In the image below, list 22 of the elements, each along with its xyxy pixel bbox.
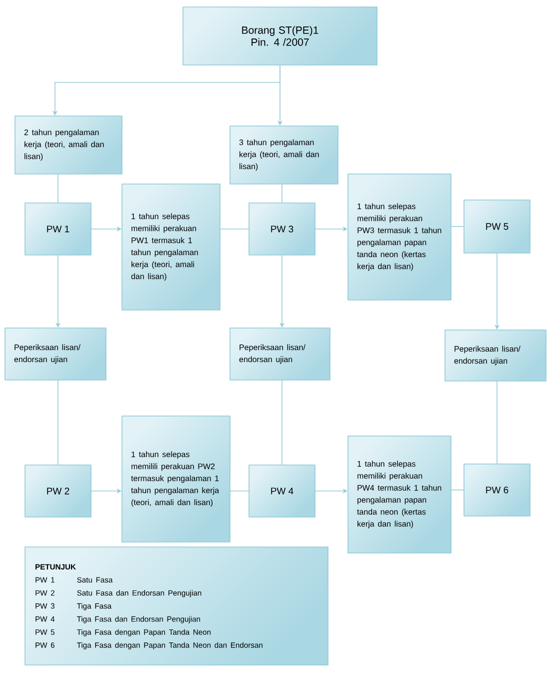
title-text: Borang ST(PE)1 Pin. 4 /2007 bbox=[242, 26, 318, 46]
level-box: PW 5 bbox=[464, 200, 530, 254]
requirement-box: 1 tahun selepas memiliki perakuan PW4 termasuk 1 tahun pengalaman papan tanda neon (kertas kerja dan lisan) bbox=[348, 436, 452, 554]
legend-panel bbox=[24, 546, 328, 666]
level-box: PW 4 bbox=[248, 464, 316, 518]
level-box: PW 6 bbox=[464, 464, 530, 516]
connector-line bbox=[220, 228, 249, 230]
connector-line bbox=[230, 490, 249, 492]
requirement-box: 3 tahun pengalaman kerja (teori, amali dan lisan) bbox=[230, 126, 338, 184]
level-box: PW 3 bbox=[248, 202, 316, 256]
requirement-box: 1 tahun selepas memiliki perakuan PW3 termasuk 1 tahun pengalaman papan tanda neon (kertas kerja dan lisan) bbox=[348, 174, 452, 300]
level-box: PW 1 bbox=[24, 202, 92, 256]
level-box: PW 2 bbox=[24, 464, 92, 518]
requirement-box: 1 tahun selepas memilili perakuan PW2 termasuk pengalaman 1 tahun pengalaman kerja (teori, amali dan lisan) bbox=[122, 416, 230, 542]
requirement-box: Peperiksaan lisan/ endorsan ujian bbox=[230, 328, 330, 380]
requirement-box: Peperiksaan lisan/ endorsan ujian bbox=[444, 330, 546, 382]
requirement-box: 1 tahun selepas memiliki perakuan PW1 termasuk 1 tahun pengalaman kerja (teori, amali dan lisan) bbox=[122, 184, 220, 310]
title-box bbox=[182, 6, 378, 66]
connector-line bbox=[451, 226, 464, 227]
requirement-box: 2 tahun pengalaman kerja (teori, amali dan lisan) bbox=[14, 116, 122, 174]
requirement-box: Peperiksaan lisan/ endorsan ujian bbox=[4, 328, 106, 380]
connector-line bbox=[496, 381, 498, 464]
